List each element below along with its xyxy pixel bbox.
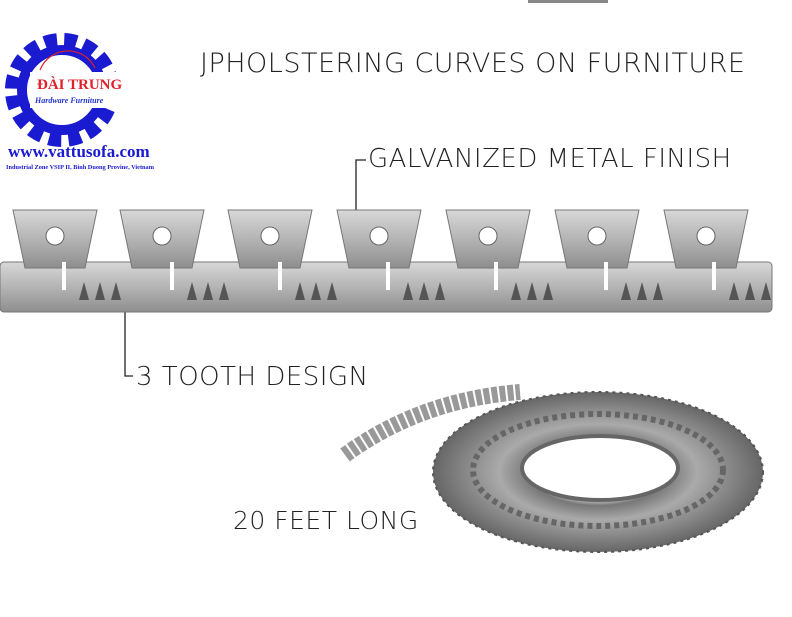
length-caption: 20 FEET LONG — [233, 506, 419, 535]
tooth — [653, 282, 663, 300]
logo-brand: ĐÀI TRUNG — [37, 77, 123, 93]
tooth — [219, 282, 229, 300]
strip-slot — [386, 262, 390, 290]
top-edge-fragment — [528, 0, 608, 3]
tooth — [543, 282, 553, 300]
strip-slot — [62, 262, 66, 290]
mount-hole — [152, 226, 172, 246]
sofa-spring-strip — [0, 209, 773, 313]
tooth — [745, 282, 755, 300]
tooth — [79, 282, 89, 300]
tooth — [295, 282, 305, 300]
tooth — [637, 282, 647, 300]
mount-hole — [45, 226, 65, 246]
teeth-caption: 3 TOOTH DESIGN — [136, 362, 369, 392]
mount-hole — [369, 226, 389, 246]
tooth — [621, 282, 631, 300]
strip-slot — [712, 262, 716, 290]
strip-slot — [170, 262, 174, 290]
teeth-callout-line — [124, 312, 133, 377]
tooth — [729, 282, 739, 300]
tooth — [327, 282, 337, 300]
tooth — [511, 282, 521, 300]
mount-hole — [260, 226, 280, 246]
tooth — [761, 282, 771, 300]
mount-hole — [696, 226, 716, 246]
tooth — [435, 282, 445, 300]
strip-slot — [494, 262, 498, 290]
finish-callout-line — [355, 159, 366, 214]
strip-slot — [604, 262, 608, 290]
coiled-strip — [340, 384, 764, 553]
logo-address: Industrial Zone VSIP II, Binh Duong Prov… — [6, 164, 154, 171]
finish-caption: GALVANIZED METAL FINISH — [368, 144, 732, 174]
page-title: JPHOLSTERING CURVES ON FURNITURE — [200, 48, 746, 79]
tooth — [419, 282, 429, 300]
gear-logo-icon — [5, 33, 120, 147]
strip-slot — [278, 262, 282, 290]
tooth — [311, 282, 321, 300]
tooth — [111, 282, 121, 300]
tooth — [403, 282, 413, 300]
tooth — [527, 282, 537, 300]
mount-hole — [478, 226, 498, 246]
mount-hole — [587, 226, 607, 246]
tooth — [95, 282, 105, 300]
logo-tagline: Hardware Furniture — [35, 96, 104, 105]
logo-website: www.vattusofa.com — [8, 142, 150, 161]
tooth — [187, 282, 197, 300]
tooth — [203, 282, 213, 300]
